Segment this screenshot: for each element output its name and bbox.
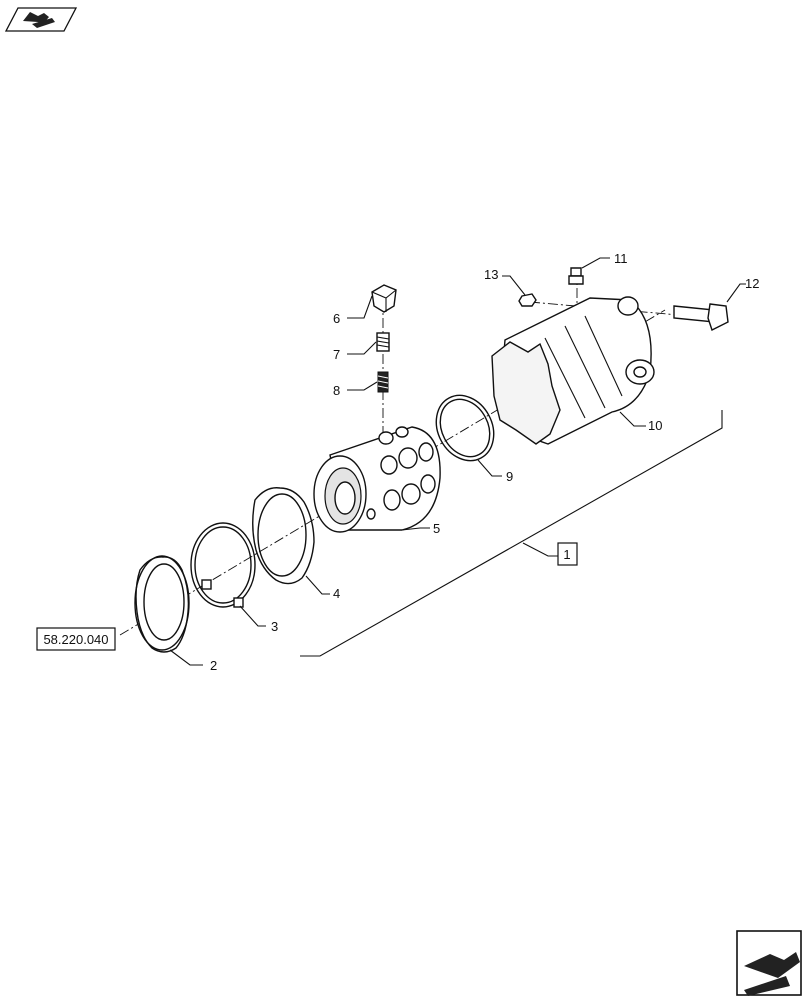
part-9-o-ring: [435, 394, 495, 462]
part-7-spring: [376, 332, 390, 352]
assembly-callout-box: 1: [557, 542, 578, 566]
assembly-callout-text: 1: [563, 547, 570, 562]
part-2-plate: [134, 555, 190, 653]
callout-11: 11: [614, 251, 628, 266]
part-6-key: [371, 284, 397, 313]
back-arrow-icon[interactable]: [4, 7, 78, 32]
callout-10: 10: [648, 418, 662, 433]
callout-2: 2: [210, 658, 217, 673]
part-5-cylinder: [313, 426, 441, 533]
callout-13: 13: [484, 267, 498, 282]
next-arrow-icon[interactable]: [736, 930, 802, 996]
part-10-housing: [491, 296, 655, 445]
callout-3: 3: [271, 619, 278, 634]
assembly-bracket: [300, 410, 723, 657]
callout-6: 6: [333, 311, 340, 326]
callout-8: 8: [333, 383, 340, 398]
part-4-plate: [252, 487, 315, 585]
callout-4: 4: [333, 586, 340, 601]
part-8-screw: [377, 371, 389, 393]
reference-code-text[interactable]: 58.220.040: [43, 632, 108, 647]
callout-5: 5: [433, 521, 440, 536]
callout-9: 9: [506, 469, 513, 484]
assembly-bracket-leader: [522, 542, 560, 557]
part-13-nut: [518, 293, 537, 307]
callout-12: 12: [745, 276, 759, 291]
part-12-bolt: [673, 303, 729, 331]
reference-code-box[interactable]: 58.220.040: [36, 627, 116, 651]
callout-7: 7: [333, 347, 340, 362]
part-3-circlip: [190, 522, 256, 608]
part-11-fitting: [568, 267, 584, 285]
